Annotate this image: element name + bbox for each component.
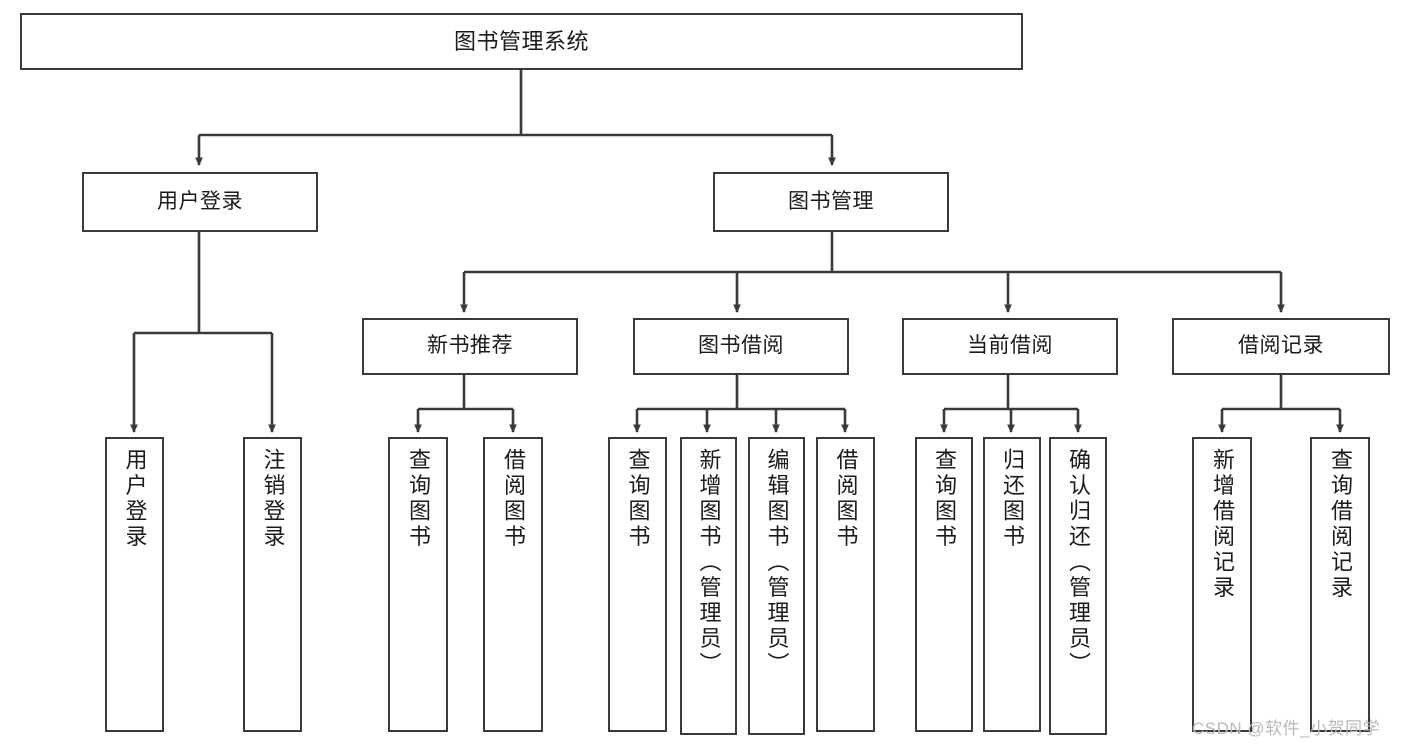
node-label: 用户登录: [122, 448, 148, 550]
node-label: 图书借阅: [698, 334, 784, 358]
node-label: 新增借阅记录: [1210, 448, 1235, 601]
node-label: 查询图书: [932, 448, 957, 550]
node-book-management[interactable]: 图书管理: [713, 172, 949, 232]
node-label: 图书管理系统: [453, 28, 589, 54]
leaf-user-login-logout[interactable]: 注销登录: [243, 437, 302, 732]
leaf-book-borrow-edit-book-admin[interactable]: 编辑图书（管理员）: [748, 437, 805, 735]
node-label: 确认归还（管理员）: [1066, 448, 1091, 678]
leaf-book-borrow-query-book[interactable]: 查询图书: [608, 437, 667, 732]
node-label: 查询图书: [625, 448, 651, 550]
leaf-borrow-record-add-record[interactable]: 新增借阅记录: [1192, 437, 1252, 732]
node-label: 借阅记录: [1238, 334, 1324, 358]
node-label: 注销登录: [260, 448, 286, 550]
node-label: 当前借阅: [967, 334, 1053, 358]
node-label: 新书推荐: [427, 334, 513, 358]
node-root-book-management-system[interactable]: 图书管理系统: [20, 13, 1023, 70]
node-label: 归还图书: [1000, 448, 1025, 550]
node-label: 查询借阅记录: [1328, 448, 1353, 601]
leaf-new-book-borrow-book[interactable]: 借阅图书: [483, 437, 543, 732]
leaf-current-borrow-query-book[interactable]: 查询图书: [915, 437, 973, 732]
leaf-new-book-query-book[interactable]: 查询图书: [388, 437, 448, 732]
leaf-borrow-record-query-record[interactable]: 查询借阅记录: [1310, 437, 1370, 732]
leaf-book-borrow-add-book-admin[interactable]: 新增图书（管理员）: [680, 437, 737, 735]
node-book-borrow[interactable]: 图书借阅: [633, 318, 849, 375]
node-new-book-recommend[interactable]: 新书推荐: [362, 318, 578, 375]
node-user-login[interactable]: 用户登录: [82, 172, 318, 232]
node-current-borrow[interactable]: 当前借阅: [902, 318, 1118, 375]
leaf-current-borrow-return-book[interactable]: 归还图书: [983, 437, 1041, 732]
node-label: 借阅图书: [833, 448, 859, 550]
node-label: 用户登录: [157, 189, 243, 213]
leaf-user-login-login[interactable]: 用户登录: [105, 437, 164, 732]
node-label: 查询图书: [406, 448, 431, 550]
node-label: 借阅图书: [501, 448, 526, 550]
node-label: 图书管理: [788, 189, 874, 213]
node-label: 新增图书（管理员）: [696, 448, 722, 678]
leaf-book-borrow-borrow-book[interactable]: 借阅图书: [816, 437, 875, 732]
leaf-current-borrow-confirm-return-admin[interactable]: 确认归还（管理员）: [1049, 437, 1107, 735]
node-borrow-record[interactable]: 借阅记录: [1172, 318, 1390, 375]
csdn-watermark: CSDN @软件_小贺同学: [1192, 719, 1381, 738]
node-label: 编辑图书（管理员）: [764, 448, 790, 678]
